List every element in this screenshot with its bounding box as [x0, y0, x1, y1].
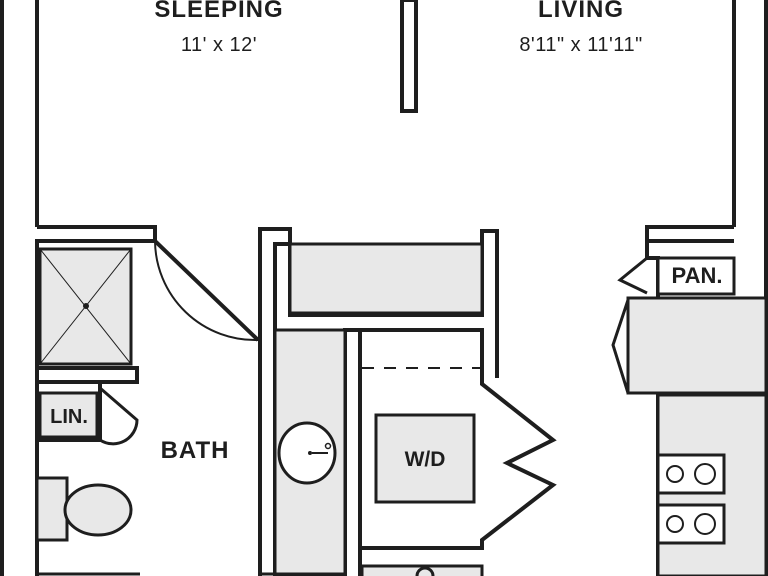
kitchen: [611, 296, 768, 576]
burner-3: [666, 515, 684, 533]
burner-1: [666, 465, 684, 483]
toilet-tank: [35, 476, 69, 542]
pantry: [617, 256, 736, 296]
living-room-dims: 8'11" x 11'11": [519, 34, 642, 56]
toilet: [35, 476, 133, 542]
sink-drain: [308, 451, 312, 455]
pantry-door: [617, 256, 648, 295]
sleeping-room-dims: 11' x 12': [181, 34, 257, 56]
linen-closet: [38, 386, 139, 446]
wd-label: W/D: [405, 448, 446, 471]
burner-2: [694, 463, 716, 485]
linen-door: [99, 386, 139, 446]
living-bottom-wall: [645, 225, 734, 243]
burner-4: [694, 513, 716, 535]
bottom-partial: [37, 564, 484, 576]
closet-shelf: [288, 242, 484, 315]
refrigerator: [626, 296, 768, 395]
bottom-fixture: [360, 564, 484, 576]
bath-room-name: BATH: [161, 437, 230, 464]
toilet-bowl: [63, 483, 133, 537]
living-room-name: LIVING: [538, 0, 624, 23]
linen-label: LIN.: [50, 406, 88, 428]
linen-shelf: [38, 391, 99, 439]
sleeping-room-name: SLEEPING: [154, 0, 283, 23]
cooktop-back: [656, 503, 726, 545]
laundry-wall: [343, 328, 557, 576]
fridge-door: [611, 299, 630, 394]
shower: [38, 247, 133, 366]
shower-drain: [83, 303, 89, 309]
shower-wall: [37, 366, 139, 384]
washer-dryer: [374, 413, 476, 504]
bottom-fixture-knob: [415, 566, 435, 576]
pantry-label: PAN.: [672, 263, 723, 288]
laundry: [362, 367, 480, 504]
bath-door-swing: [154, 240, 259, 342]
kitchen-left-wall: [645, 241, 660, 576]
sink-basin: [277, 421, 337, 485]
pantry-shelf: [656, 256, 736, 296]
vanity: [273, 328, 347, 576]
bath-door: [153, 239, 260, 342]
cooktop-front: [656, 453, 726, 495]
bath-door-leaf: [153, 239, 260, 342]
faucet-knob: [324, 442, 332, 450]
center-partition: [400, 0, 418, 113]
